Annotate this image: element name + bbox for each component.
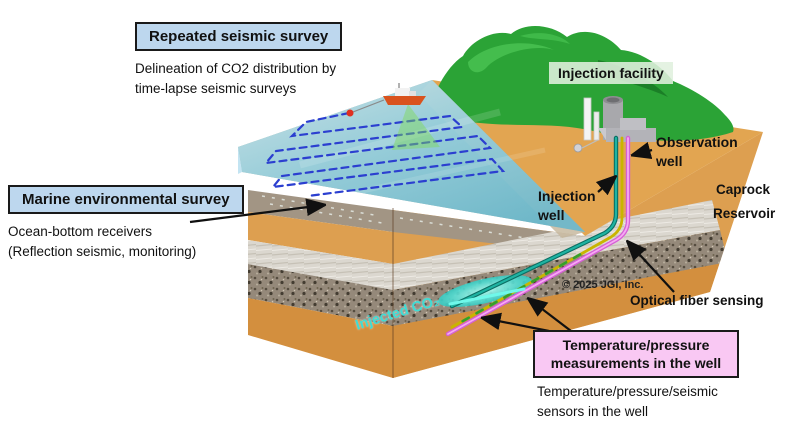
observation-well-label: Observation well (656, 134, 738, 169)
injection-well-arrow (598, 177, 615, 192)
seismic-source-cone (392, 104, 440, 150)
marine-survey-arrow (189, 205, 324, 224)
temperature-pressure-box: Temperature/pressure measurements in the… (533, 330, 739, 378)
annotation-arrows (189, 150, 675, 333)
wells (445, 135, 631, 337)
seismic-survey-track (263, 111, 506, 198)
injection-facility-label: Injection facility (549, 62, 673, 84)
cross-section-left-face (248, 190, 393, 378)
marine-survey-description: Ocean-bottom receivers (Reflection seism… (8, 224, 197, 259)
repeated-survey-description: Delineation of CO2 distribution by time-… (135, 61, 337, 96)
plume-core-highlight (448, 287, 526, 306)
reservoir-label: Reservoir (713, 206, 776, 221)
injection-well-label: Injection well (538, 188, 596, 223)
survey-ship (346, 83, 440, 150)
optical-fiber-line (450, 136, 624, 329)
copyright-notice: © 2025 JGI, Inc. (562, 279, 644, 291)
optical-fiber-sensing-label: Optical fiber sensing (630, 293, 764, 308)
sensor-description: Temperature/pressure/seismic sensors in … (537, 384, 718, 419)
streamer-buoy (346, 109, 354, 117)
marine-environmental-survey-box: Marine environmental survey (8, 185, 244, 214)
injection-facility (573, 96, 656, 153)
optical-fiber-arrow (628, 242, 675, 293)
repeated-seismic-survey-box: Repeated seismic survey (135, 22, 343, 51)
observation-well-arrow (633, 150, 653, 155)
sensor-arrow-1 (483, 318, 550, 333)
sensor-arrow-2 (529, 299, 572, 332)
fiber-sensor-dashes (460, 253, 582, 323)
caprock-label: Caprock (716, 182, 771, 197)
